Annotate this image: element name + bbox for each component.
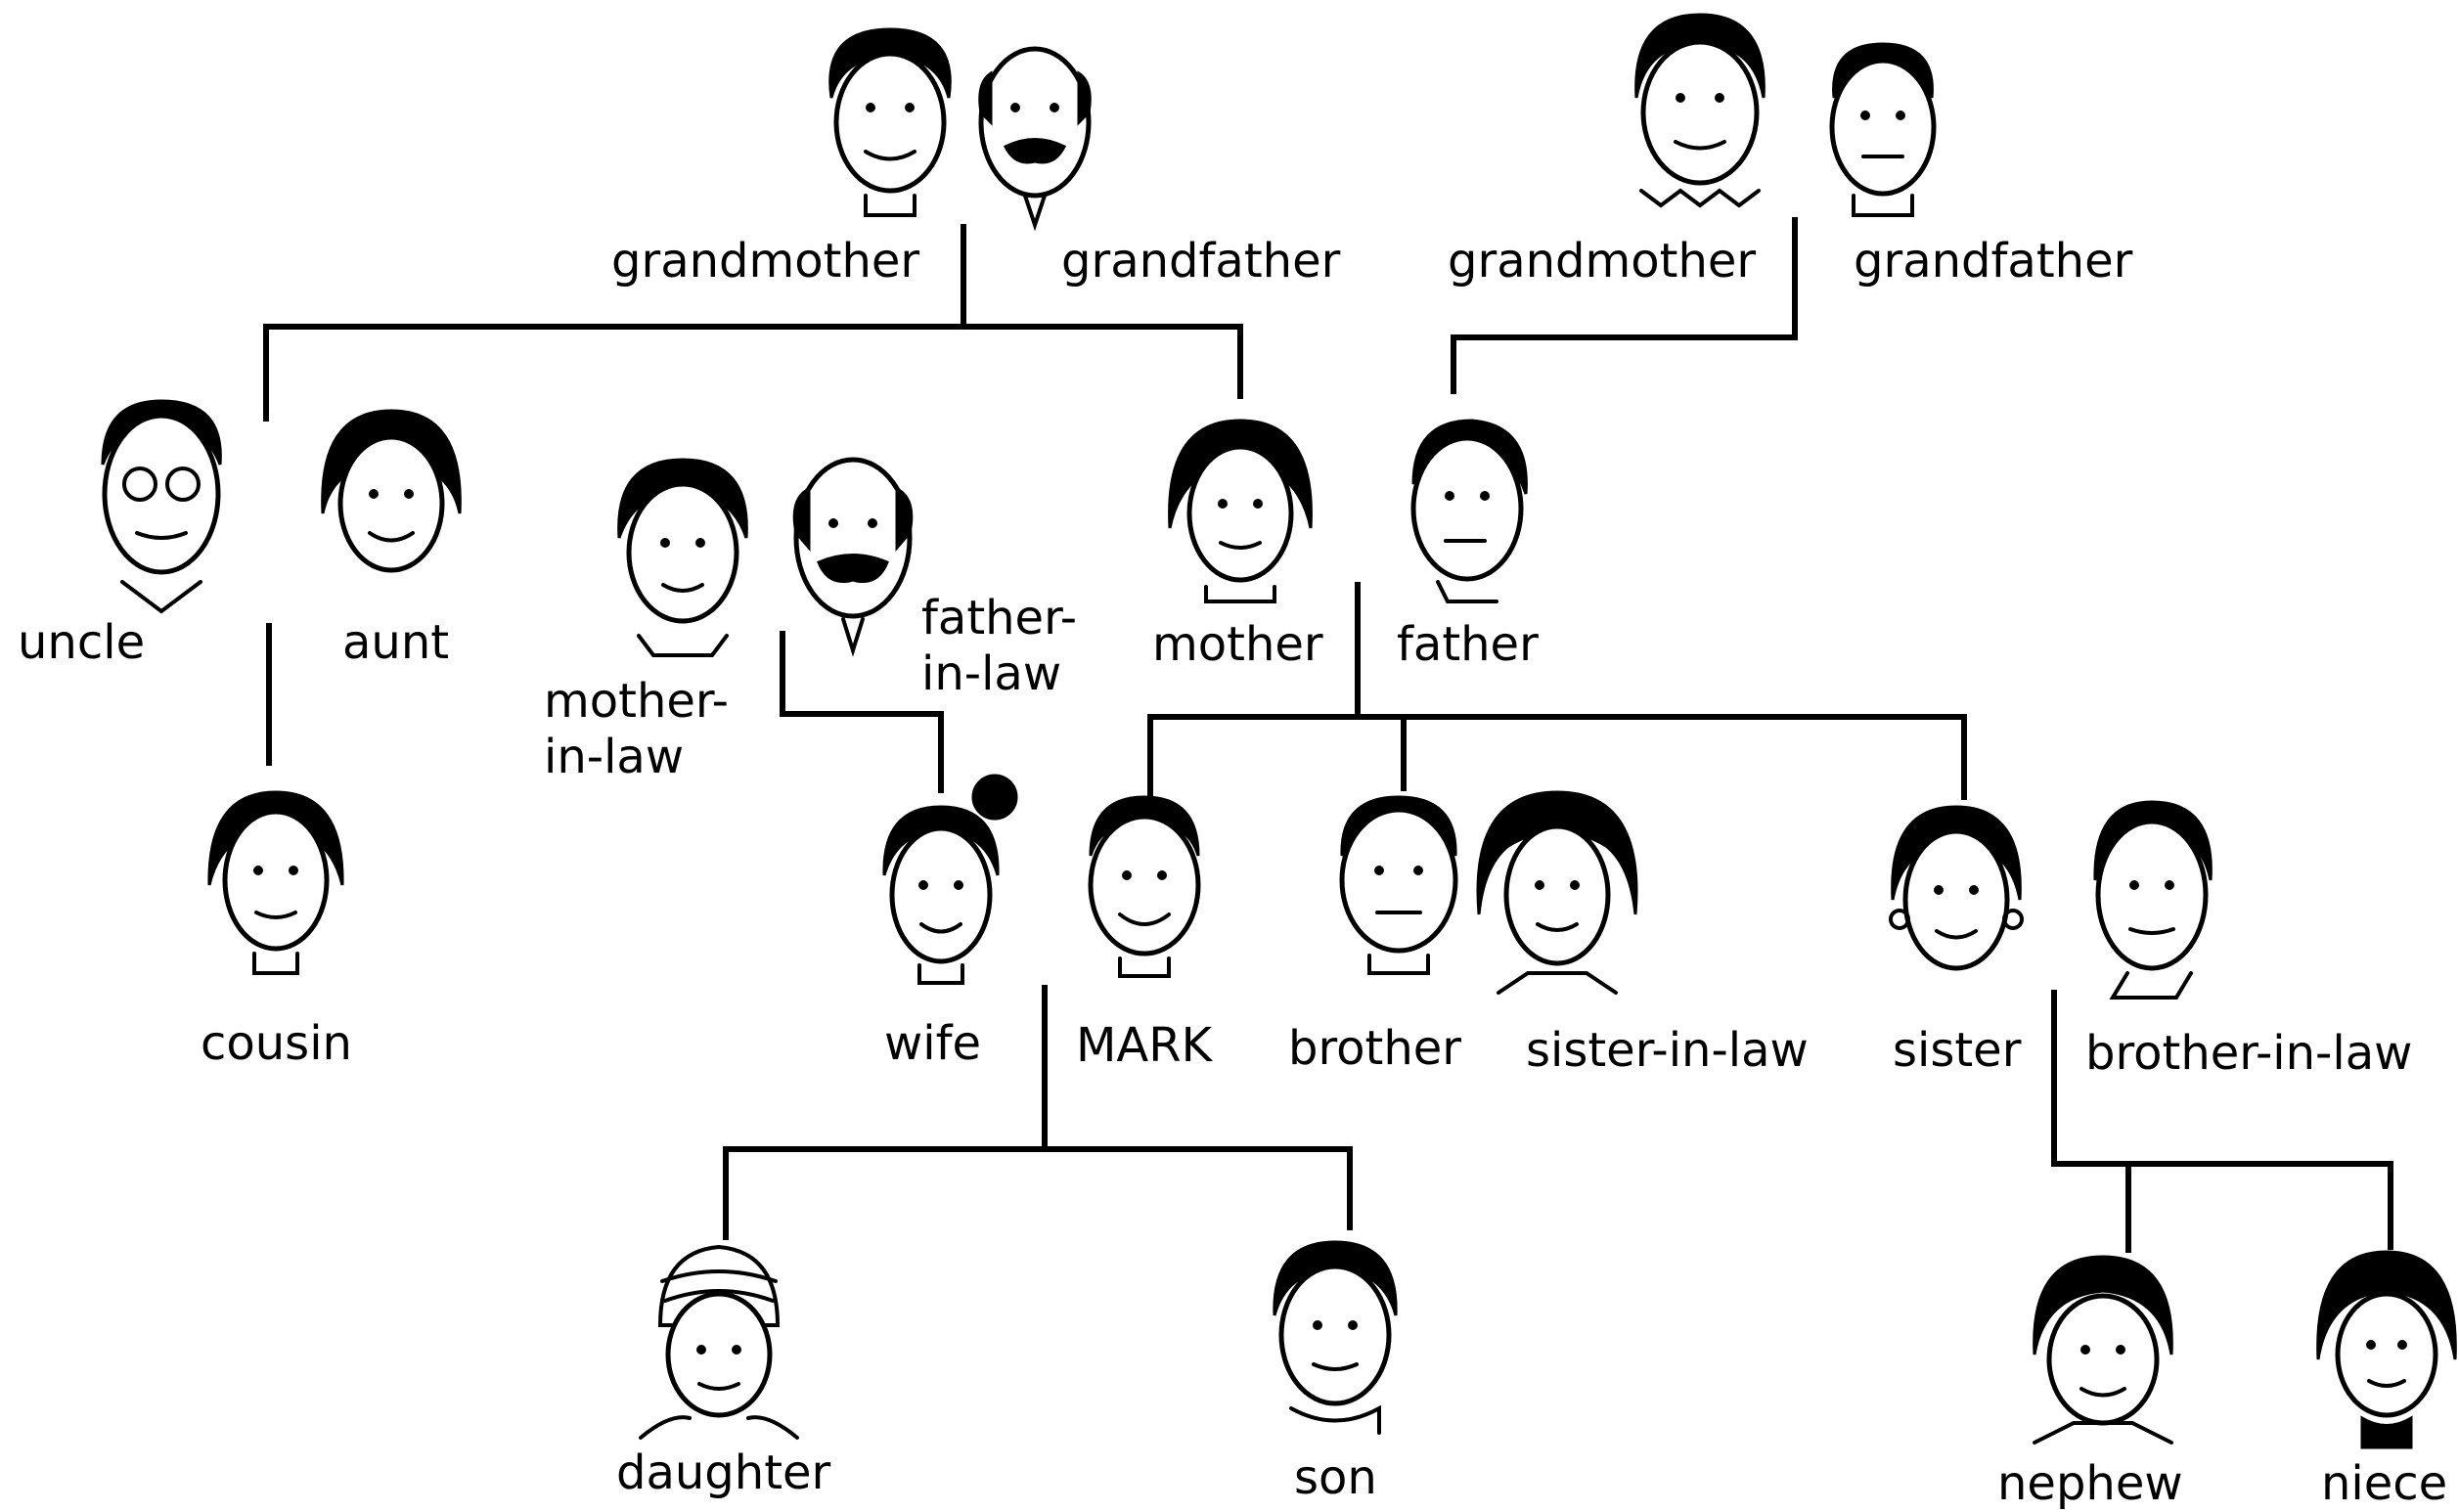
label-sister-in-law: sister-in-law xyxy=(1526,1023,1809,1078)
brother-in-law-face-icon xyxy=(2093,800,2213,1000)
connector-sister-children xyxy=(2051,990,2393,1253)
label-sister: sister xyxy=(1893,1023,2022,1078)
label-nephew: nephew xyxy=(1997,1456,2183,1511)
grandfather-maternal-face-icon xyxy=(1829,42,1937,217)
label-uncle: uncle xyxy=(18,615,145,670)
niece-face-icon xyxy=(2316,1250,2457,1449)
label-mother: mother xyxy=(1152,617,1323,672)
father-in-law-face-icon xyxy=(792,457,914,657)
son-face-icon xyxy=(1273,1240,1398,1435)
label-daughter: daughter xyxy=(616,1445,831,1500)
connector-parents-children xyxy=(1147,582,1967,803)
nephew-face-icon xyxy=(2033,1255,2173,1445)
label-wife: wife xyxy=(884,1016,981,1071)
father-face-icon xyxy=(1410,419,1528,603)
mark-face-icon xyxy=(1088,795,1201,978)
aunt-face-icon xyxy=(321,409,462,573)
label-father-in-law-line2: in-law xyxy=(921,646,1061,701)
labels: grandmother grandfather grandmother gran… xyxy=(18,234,2447,1511)
label-brother-in-law: brother-in-law xyxy=(2085,1026,2412,1081)
sister-in-law-face-icon xyxy=(1476,790,1638,995)
label-grandmother-maternal: grandmother xyxy=(1448,234,1756,289)
wife-face-icon xyxy=(882,774,1018,985)
label-brother: brother xyxy=(1288,1021,1461,1076)
label-grandfather-paternal: grandfather xyxy=(1061,234,1341,289)
connectors xyxy=(263,217,2393,1253)
label-niece: niece xyxy=(2321,1456,2447,1511)
label-grandfather-maternal: grandfather xyxy=(1854,234,2133,289)
label-grandmother-paternal: grandmother xyxy=(611,234,919,289)
connector-grandparents-right xyxy=(1451,217,1798,394)
connector-grandparents-left xyxy=(263,224,1243,422)
label-son: son xyxy=(1294,1450,1377,1505)
connector-inlaws-wife xyxy=(780,631,944,793)
label-cousin: cousin xyxy=(201,1016,352,1071)
label-mark: MARK xyxy=(1076,1018,1214,1073)
uncle-face-icon xyxy=(101,399,222,614)
grandmother-maternal-face-icon xyxy=(1634,13,1766,208)
connector-mark-children xyxy=(723,985,1353,1240)
grandfather-face-icon xyxy=(978,46,1092,232)
label-father-in-law-line1: father- xyxy=(921,591,1077,645)
grandmother-face-icon xyxy=(828,27,952,217)
mother-face-icon xyxy=(1168,419,1313,603)
faces xyxy=(101,13,2457,1449)
mother-in-law-face-icon xyxy=(617,458,748,657)
label-mother-in-law-line1: mother- xyxy=(544,674,729,729)
sister-face-icon xyxy=(1889,805,2024,971)
cousin-face-icon xyxy=(207,790,344,975)
label-father: father xyxy=(1397,617,1539,672)
brother-face-icon xyxy=(1339,795,1458,975)
daughter-face-icon xyxy=(639,1244,799,1440)
label-aunt: aunt xyxy=(342,615,449,670)
label-mother-in-law-line2: in-law xyxy=(544,730,684,784)
